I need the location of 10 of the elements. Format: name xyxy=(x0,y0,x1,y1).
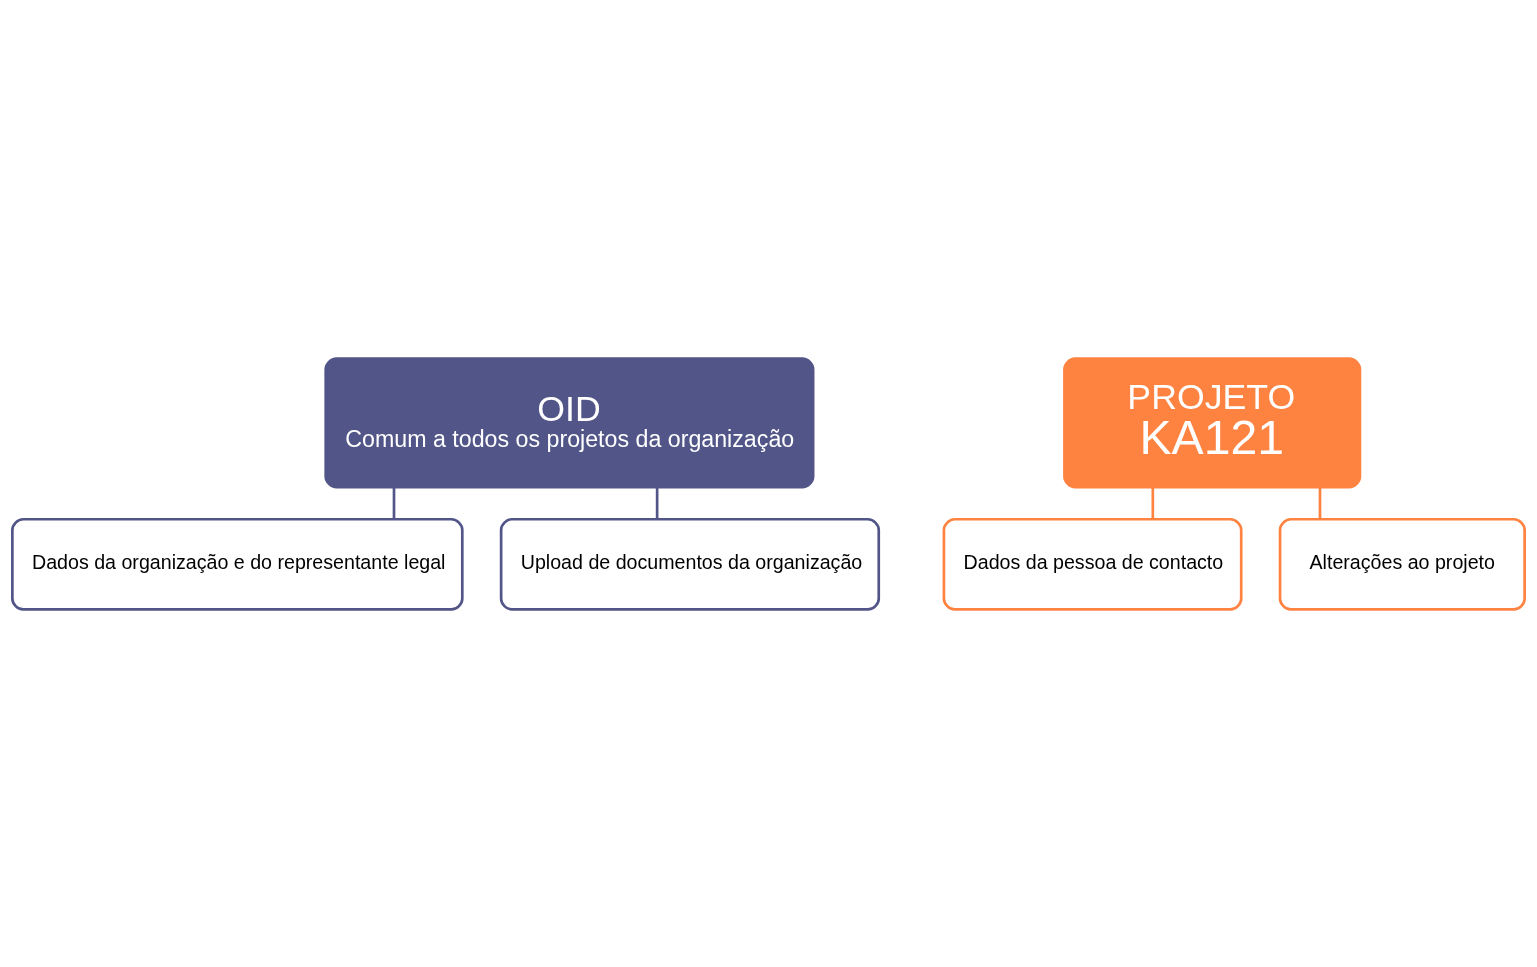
connector xyxy=(655,486,659,519)
connector xyxy=(392,486,396,519)
node-box: Dados da organização e do representante legal xyxy=(11,517,464,611)
node-box: Alterações ao projeto xyxy=(1278,517,1526,611)
connector xyxy=(1151,486,1155,519)
node-box: OID Comum a todos os projetos da organização xyxy=(324,356,815,488)
node-box: PROJETO KA121 xyxy=(1063,356,1362,488)
connector xyxy=(1318,486,1322,519)
node-box: Upload de documentos da organização xyxy=(499,517,881,611)
node-box: Dados da pessoa de contacto xyxy=(942,517,1243,611)
